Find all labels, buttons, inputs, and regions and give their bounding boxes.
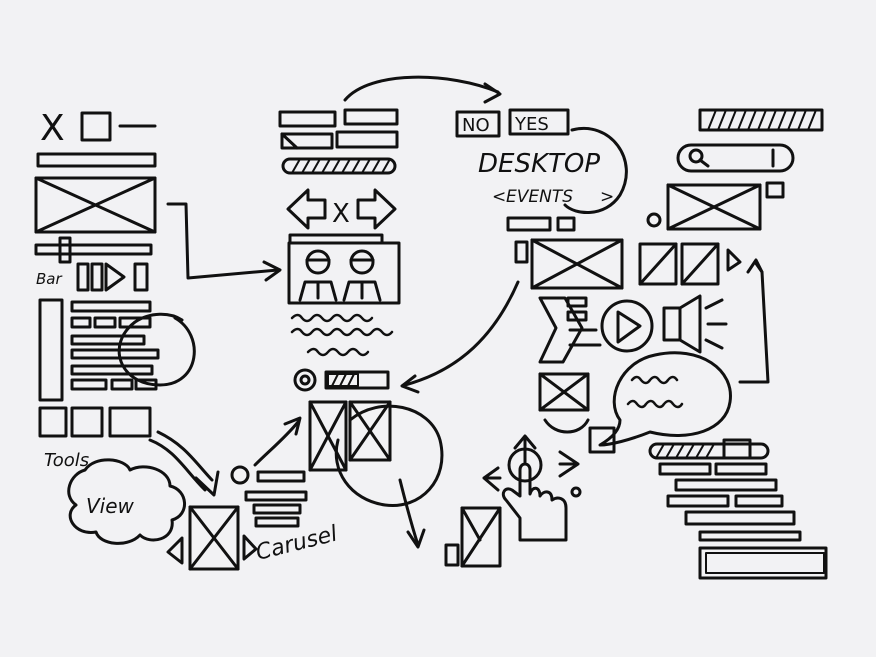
header-square (80, 111, 112, 142)
carousel-area: Carusel (166, 416, 340, 571)
svg-text:>: > (600, 187, 614, 207)
carousel-next[interactable] (242, 534, 258, 561)
play-icon[interactable] (600, 299, 654, 353)
record-button[interactable] (293, 368, 317, 392)
arrow-tools-to-carousel (148, 438, 207, 492)
tool-squares (38, 406, 152, 438)
svg-text:<: < (492, 187, 506, 207)
loop-arrow-middle (334, 404, 444, 508)
x-top-right (666, 108, 824, 231)
image-placeholder-top-right (666, 181, 785, 231)
close-mark[interactable]: X (40, 108, 65, 149)
hand-pointer-icon[interactable] (482, 434, 580, 542)
arrow-left-icon[interactable] (286, 188, 327, 230)
header-bar (36, 152, 157, 168)
loop-arrow-left (117, 312, 196, 387)
image-placeholder-left (34, 176, 157, 234)
yes-label: YES (514, 114, 549, 135)
events-label: EVENTS (506, 187, 573, 207)
progress-bar-middle (281, 157, 397, 175)
x-region: NO YES DESKTOP < EVENTS > (444, 108, 770, 568)
image-placeholder-small (538, 372, 590, 434)
carusel-label: Carusel (253, 521, 340, 565)
bar-label: Bar (36, 270, 62, 288)
arrow-top (343, 75, 500, 102)
close-mark-middle[interactable]: X (332, 199, 350, 229)
image-placeholder-bottom (444, 506, 502, 568)
scribble-text (290, 313, 394, 357)
image-placeholder-center (514, 238, 742, 290)
yes-button[interactable] (508, 108, 570, 136)
tools-label: Tools (44, 450, 89, 471)
hatched-bar-top (698, 108, 824, 132)
bar-mini-chart (76, 262, 149, 292)
search-icon (688, 148, 704, 164)
speaker-icon (662, 294, 728, 354)
no-label: NO (462, 115, 490, 136)
view-label: View (86, 494, 135, 518)
carousel-image (188, 505, 240, 571)
middle-column: X (278, 108, 444, 549)
chat-bubble-icon (598, 351, 732, 447)
arrow-right-icon[interactable] (356, 188, 397, 230)
desktop-label: DESKTOP (478, 149, 600, 179)
hatched-progress-bottom (648, 438, 770, 460)
video-frame (287, 233, 401, 305)
slider[interactable] (34, 236, 153, 264)
view-cloud (67, 458, 186, 545)
no-button[interactable] (455, 110, 501, 138)
arrow-left-to-middle (166, 202, 280, 280)
image-placeholder-pair (308, 400, 392, 472)
left-column: X Bar (34, 108, 220, 545)
search-bar[interactable] (676, 143, 795, 173)
carousel-prev[interactable] (166, 536, 184, 565)
arrow-x-to-middle (403, 280, 520, 387)
list-block-left (38, 298, 160, 402)
progress-bar-small (324, 370, 390, 390)
x-bottom-right (648, 438, 828, 580)
